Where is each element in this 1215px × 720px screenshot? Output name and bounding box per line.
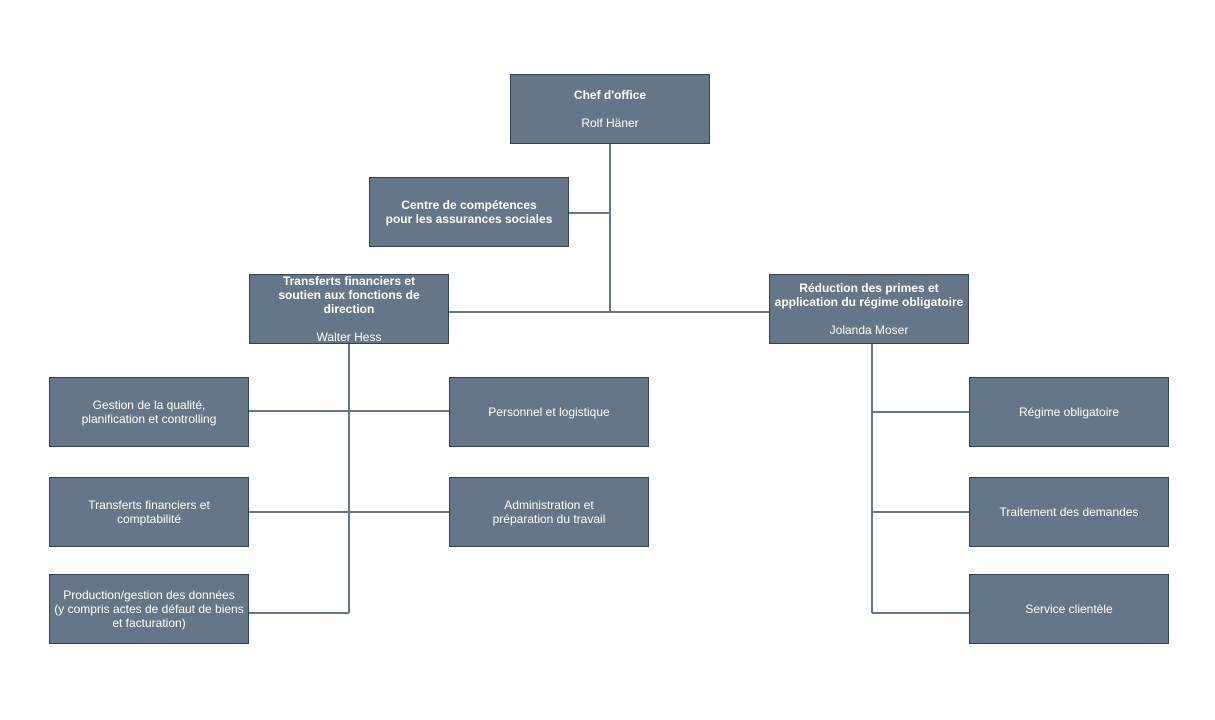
node-regime: Régime obligatoire (969, 377, 1169, 447)
node-transfers-compta: Transferts financiers et comptabilité (49, 477, 249, 547)
node-transfers-direction-person: Walter Hess (316, 330, 382, 344)
node-reduction-person: Jolanda Moser (829, 323, 909, 337)
node-head-title: Chef d'office (573, 88, 647, 102)
node-competence: Centre de compétences pour les assurance… (369, 177, 569, 247)
node-regime-title: Régime obligatoire (1018, 405, 1120, 419)
node-quality-title: Gestion de la qualité, planification et … (81, 398, 217, 426)
node-quality: Gestion de la qualité, planification et … (49, 377, 249, 447)
node-competence-title: Centre de compétences pour les assurance… (385, 198, 553, 226)
node-personnel-title: Personnel et logistique (488, 405, 610, 419)
node-transfers-direction-title: Transferts financiers et soutien aux fon… (278, 274, 420, 316)
node-transfers-direction: Transferts financiers et soutien aux fon… (249, 274, 449, 344)
node-service-title: Service clientèle (1025, 602, 1113, 616)
node-production: Production/gestion des données (y compri… (49, 574, 249, 644)
node-production-title: Production/gestion des données (y compri… (54, 588, 244, 630)
node-head-person: Rolf Häner (581, 116, 639, 130)
node-traitement: Traitement des demandes (969, 477, 1169, 547)
node-service: Service clientèle (969, 574, 1169, 644)
node-reduction: Réduction des primes et application du r… (769, 274, 969, 344)
node-transfers-compta-title: Transferts financiers et comptabilité (88, 498, 210, 526)
node-personnel: Personnel et logistique (449, 377, 649, 447)
node-head: Chef d'office Rolf Häner (510, 74, 710, 144)
node-reduction-title: Réduction des primes et application du r… (774, 281, 964, 309)
node-traitement-title: Traitement des demandes (999, 505, 1139, 519)
node-admin-title: Administration et préparation du travail (492, 498, 606, 526)
node-admin: Administration et préparation du travail (449, 477, 649, 547)
